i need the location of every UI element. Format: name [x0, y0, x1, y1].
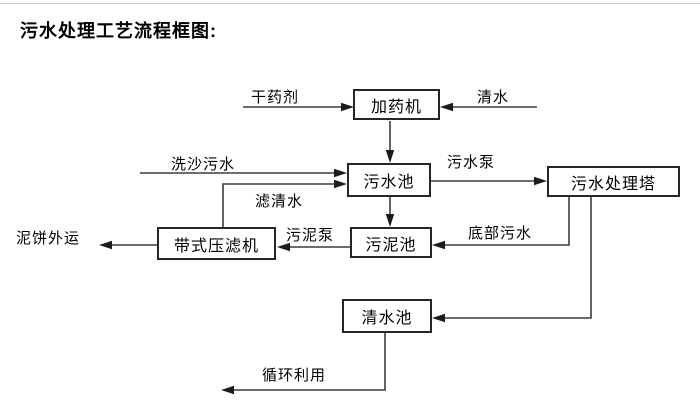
arrow-filtered-water-head	[334, 179, 347, 189]
node-sewage-pool: 污水池	[347, 163, 431, 197]
edge-label-clean-water: 清水	[477, 89, 510, 106]
node-belt-filter-press: 带式压滤机	[157, 227, 276, 260]
node-sludge-pool: 污泥池	[350, 227, 432, 258]
node-dosing-machine: 加药机	[353, 89, 440, 120]
page-title: 污水处理工艺流程框图:	[20, 21, 217, 41]
arrow-sewage-to-sludge-head	[385, 214, 395, 227]
arrow-dry-chemical-head	[341, 102, 354, 112]
edge-label-filtered-water: 滤清水	[255, 193, 304, 210]
arrow-tower-to-clean-head	[432, 313, 445, 323]
node-treatment-tower: 污水处理塔	[547, 166, 680, 197]
edge-label-sludge-pump: 污泥泵	[286, 227, 335, 244]
edge-label-sewage-pump: 污水泵	[447, 154, 496, 171]
edge-label-mud-cake-out: 泥饼外运	[16, 230, 81, 247]
arrow-mud-cake-head	[99, 240, 112, 250]
arrow-sludge-pump-head	[277, 242, 290, 252]
arrow-sand-wash-head	[334, 168, 347, 178]
arrow-clean-water-head	[440, 102, 453, 112]
edge-label-bottom-sewage: 底部污水	[468, 225, 533, 242]
edge-label-recycle: 循环利用	[262, 367, 327, 384]
arrow-bottom-sewage-head	[432, 240, 445, 250]
page-top-border	[0, 3, 700, 4]
edge-label-sand-wash-sewage: 洗沙污水	[171, 156, 236, 173]
edge-label-dry-chemical: 干药剂	[251, 89, 300, 106]
node-clean-water-pool: 清水池	[342, 299, 432, 333]
arrow-recycle-head	[221, 385, 234, 395]
arrow-sewage-pump-head	[534, 176, 547, 186]
arrow-bottom-sewage-line	[444, 197, 570, 246]
arrow-tower-to-clean-line	[444, 197, 592, 319]
arrow-filtered-water-line	[222, 183, 336, 227]
arrow-recycle-line	[233, 333, 386, 391]
arrow-dosing-to-sewage-head	[385, 150, 395, 163]
